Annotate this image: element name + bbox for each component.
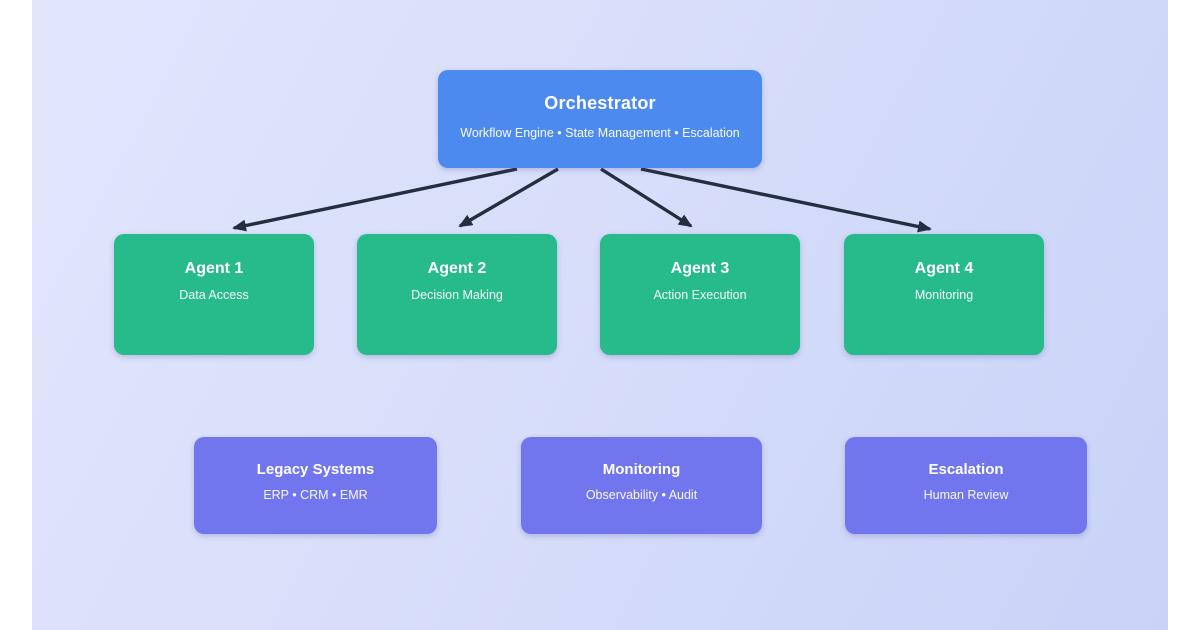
legacy-systems-title: Legacy Systems [256, 461, 375, 478]
monitoring-title: Monitoring [602, 461, 681, 478]
agent-3-subtitle: Action Execution [653, 288, 747, 302]
agent-3-node: Agent 3 Action Execution [600, 234, 800, 355]
orchestrator-title: Orchestrator [544, 93, 656, 113]
escalation-title: Escalation [928, 461, 1004, 478]
orchestrator-subtitle: Workflow Engine • State Management • Esc… [460, 126, 740, 140]
agent-2-title: Agent 2 [427, 260, 487, 277]
legacy-systems-node: Legacy Systems ERP • CRM • EMR [194, 437, 437, 534]
monitoring-subtitle: Observability • Audit [585, 488, 698, 502]
agent-4-node: Agent 4 Monitoring [844, 234, 1044, 355]
agent-2-node: Agent 2 Decision Making [357, 234, 557, 355]
agent-1-node: Agent 1 Data Access [114, 234, 314, 355]
agent-4-title: Agent 4 [914, 260, 974, 277]
escalation-node: Escalation Human Review [845, 437, 1087, 534]
escalation-subtitle: Human Review [923, 488, 1009, 502]
legacy-systems-subtitle: ERP • CRM • EMR [263, 488, 368, 502]
agent-3-title: Agent 3 [670, 260, 730, 277]
agent-1-title: Agent 1 [184, 260, 244, 277]
orchestrator-node: Orchestrator Workflow Engine • State Man… [438, 70, 762, 168]
monitoring-node: Monitoring Observability • Audit [521, 437, 762, 534]
agent-1-subtitle: Data Access [179, 288, 249, 302]
agent-4-subtitle: Monitoring [914, 288, 974, 302]
agent-2-subtitle: Decision Making [411, 288, 503, 302]
